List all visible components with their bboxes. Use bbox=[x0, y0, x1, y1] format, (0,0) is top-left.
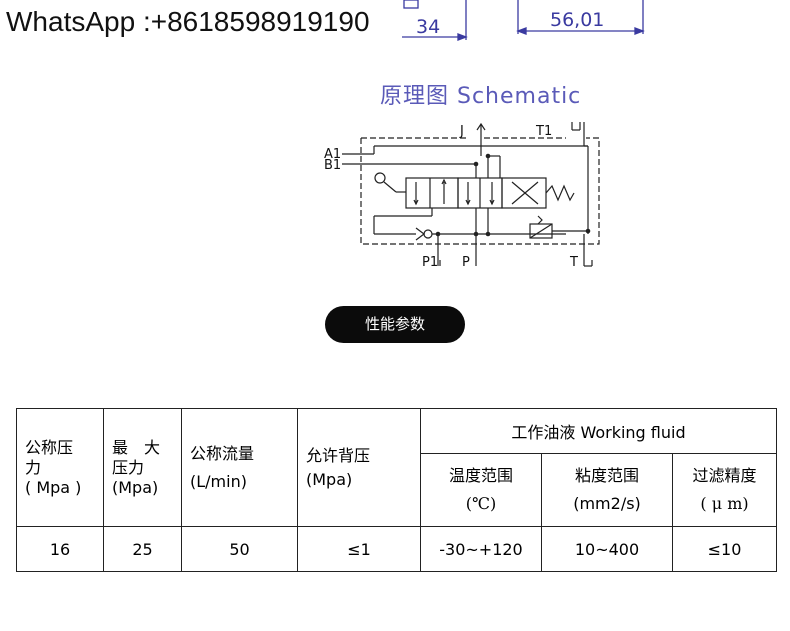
value-nominal-pressure: 16 bbox=[16, 526, 104, 572]
header-back-pressure: 允许背压 (Mpa) bbox=[297, 408, 421, 527]
value-back-pressure: ≤1 bbox=[297, 526, 421, 572]
port-label-j: J bbox=[459, 124, 464, 139]
port-label-p1: P1 bbox=[422, 255, 438, 270]
hydraulic-schematic: A1 B1 J T1 P1 P T bbox=[324, 122, 600, 270]
dimension-box bbox=[403, 0, 419, 9]
header-temperature-range: 温度范围 (℃) bbox=[420, 453, 542, 527]
whatsapp-contact: WhatsApp :+8618598919190 bbox=[6, 6, 370, 37]
port-label-b1: B1 bbox=[324, 158, 341, 173]
header-filtration-precision: 过滤精度 ( μ m) bbox=[672, 453, 777, 527]
table-subheader-row: 温度范围 (℃) 粘度范围 (mm2/s) 过滤精度 ( μ m) bbox=[17, 453, 777, 527]
header-max-pressure: 最 大 压力 (Mpa) bbox=[103, 408, 182, 527]
value-viscosity-range: 10~400 bbox=[541, 526, 673, 572]
dimension-value-left: 34 bbox=[416, 16, 440, 38]
table-header-row: 公称压 力 ( Mpa ) 最 大 压力 (Mpa) 公称流量 (L/min) … bbox=[16, 408, 777, 527]
performance-params-button[interactable]: 性能参数 bbox=[325, 306, 465, 343]
port-label-t1: T1 bbox=[535, 124, 552, 139]
port-label-t: T bbox=[569, 255, 578, 270]
spec-table: 公称压 力 ( Mpa ) 最 大 压力 (Mpa) 公称流量 (L/min) … bbox=[16, 408, 777, 572]
header-nominal-flow: 公称流量 (L/min) bbox=[181, 408, 298, 527]
schematic-title: 原理图 Schematic bbox=[380, 84, 582, 109]
dimension-value-right: 56,01 bbox=[550, 9, 604, 31]
header-nominal-pressure: 公称压 力 ( Mpa ) bbox=[16, 408, 104, 527]
port-label-p: P bbox=[462, 255, 470, 270]
value-max-pressure: 25 bbox=[103, 526, 182, 572]
port-label-a1: A1 bbox=[324, 147, 341, 162]
table-row: 16 25 50 ≤1 -30~+120 10~400 ≤10 bbox=[16, 526, 777, 572]
value-filtration-precision: ≤10 bbox=[672, 526, 777, 572]
header-working-fluid: 工作油液 Working fluid bbox=[420, 408, 777, 454]
dimension-drawing: 34 56,01 bbox=[402, 0, 645, 41]
value-temperature-range: -30~+120 bbox=[420, 526, 542, 572]
value-nominal-flow: 50 bbox=[181, 526, 298, 572]
header-viscosity-range: 粘度范围 (mm2/s) bbox=[541, 453, 673, 527]
